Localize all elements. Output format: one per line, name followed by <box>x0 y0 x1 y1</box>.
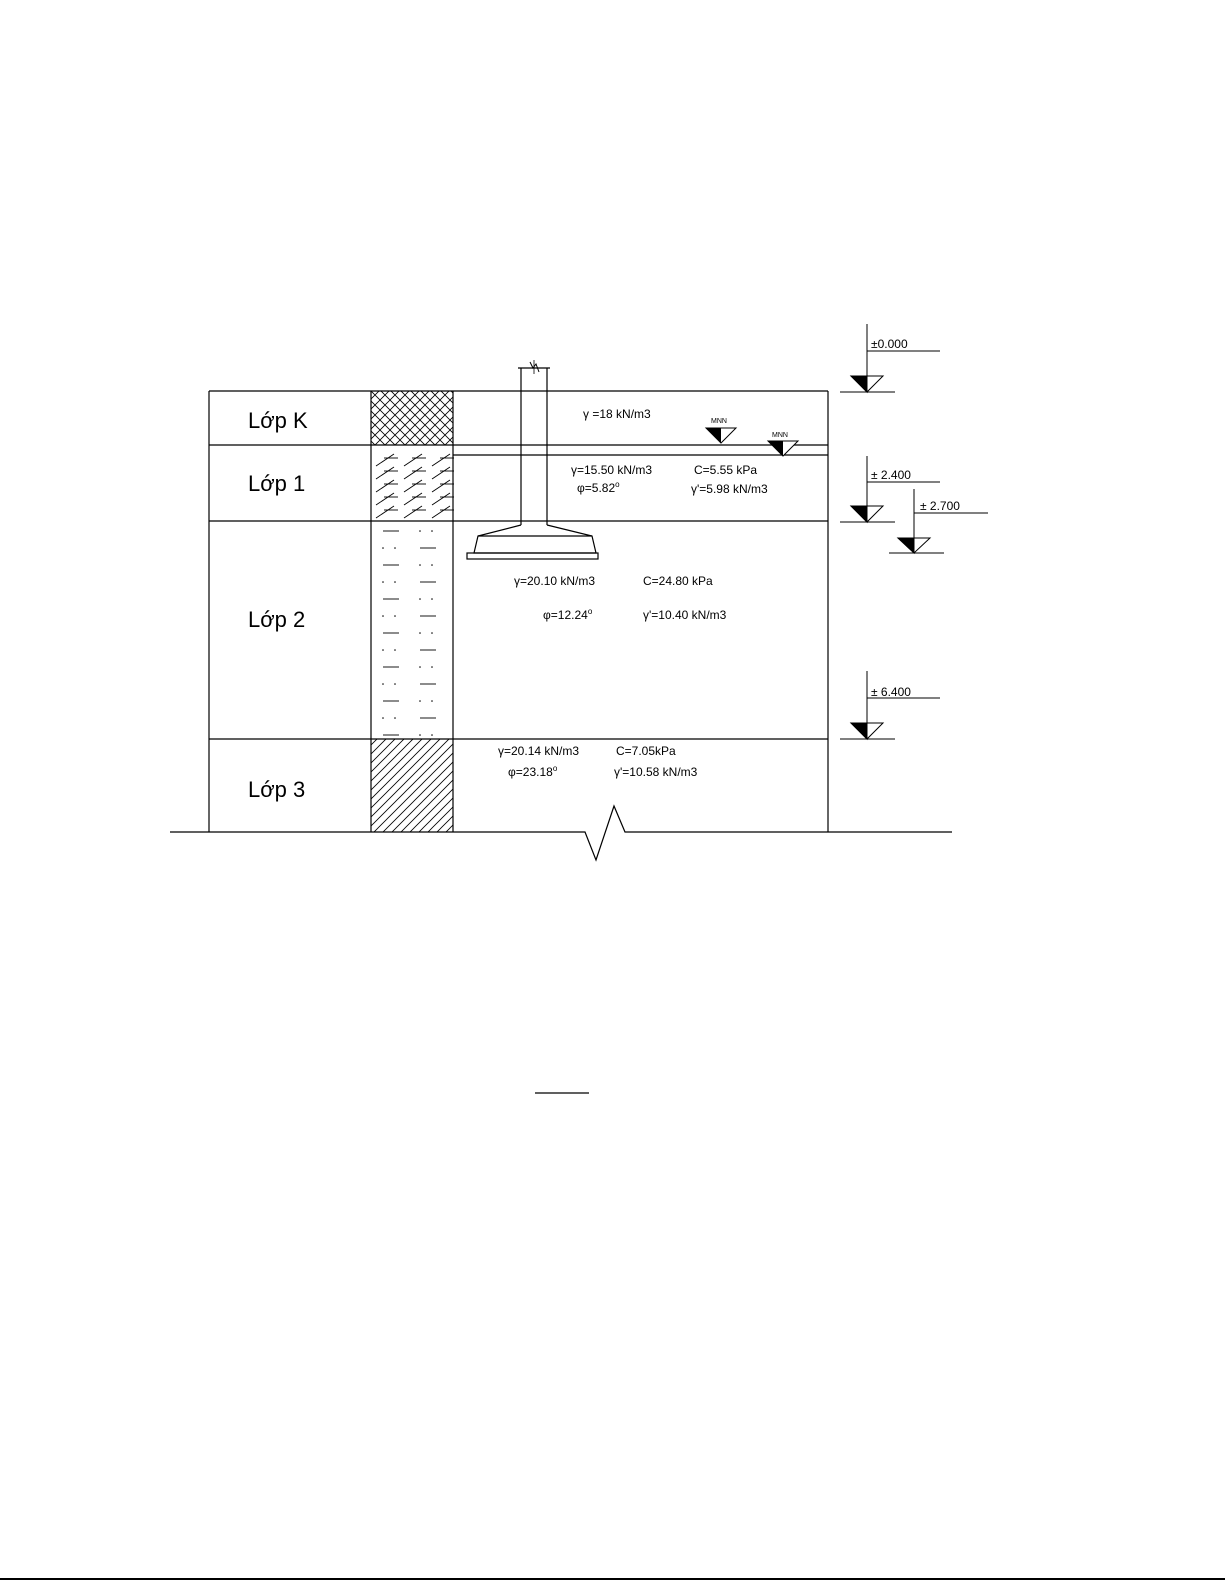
hatch-dot <box>419 700 421 702</box>
prop-3-c: C=7.05kPa <box>616 744 676 758</box>
hatch-layer-k <box>371 391 453 445</box>
hatch-stroke <box>432 454 450 466</box>
level-label-2400: ± 2.400 <box>871 468 911 482</box>
hatch-dot <box>382 581 384 583</box>
hatch-dot <box>394 649 396 651</box>
hatch-stroke <box>432 493 450 505</box>
hatch-dot <box>382 683 384 685</box>
hatch-layer-1 <box>376 454 454 518</box>
water-table-marker-2: MNN <box>768 432 798 456</box>
hatch-layer-3 <box>371 739 453 832</box>
prop-3-phi: φ=23.18o <box>508 764 558 779</box>
hatch-stroke <box>432 506 450 518</box>
hatch-stroke <box>404 480 422 492</box>
prop-3-gamma: γ=20.14 kN/m3 <box>498 744 579 758</box>
layer-name-1: Lớp 1 <box>248 471 305 496</box>
hatch-stroke <box>376 467 394 479</box>
hatch-dot <box>431 700 433 702</box>
hatch-layer-2 <box>382 530 436 736</box>
hatch-dot <box>419 734 421 736</box>
page-bottom-border <box>0 1578 1225 1580</box>
hatch-dot <box>431 632 433 634</box>
prop-k-gamma: γ =18 kN/m3 <box>583 407 651 421</box>
hatch-stroke <box>376 480 394 492</box>
hatch-dot <box>419 632 421 634</box>
prop-2-c: C=24.80 kPa <box>643 574 713 588</box>
hatch-dot <box>382 649 384 651</box>
level-label-0000: ±0.000 <box>871 337 908 351</box>
hatch-stroke <box>404 506 422 518</box>
hatch-dot <box>431 564 433 566</box>
hatch-stroke <box>376 454 394 466</box>
prop-3-gamma-sub: γ'=10.58 kN/m3 <box>614 765 698 779</box>
hatch-stroke <box>404 467 422 479</box>
prop-1-gamma-sub: γ'=5.98 kN/m3 <box>691 482 768 496</box>
layer-name-k: Lớp K <box>248 408 308 433</box>
level-marker-6400 <box>840 671 940 739</box>
hatch-stroke <box>404 493 422 505</box>
hatch-dot <box>394 547 396 549</box>
hatch-dot <box>431 598 433 600</box>
hatch-dot <box>431 666 433 668</box>
hatch-dot <box>431 530 433 532</box>
prop-1-c: C=5.55 kPa <box>694 463 757 477</box>
hatch-dot <box>394 683 396 685</box>
hatch-dot <box>394 615 396 617</box>
water-table-label-1: MNN <box>711 418 727 425</box>
hatch-stroke <box>404 454 422 466</box>
hatch-dot <box>431 734 433 736</box>
footing-base <box>467 525 598 559</box>
bottom-break-line <box>170 806 952 860</box>
hatch-dot <box>382 717 384 719</box>
prop-1-phi: φ=5.82o <box>577 480 620 495</box>
hatch-dot <box>382 615 384 617</box>
footing-column <box>518 360 550 525</box>
hatch-stroke <box>376 493 394 505</box>
hatch-dot <box>382 547 384 549</box>
hatch-dot <box>419 666 421 668</box>
level-marker-0000 <box>840 324 940 392</box>
layer-name-2: Lớp 2 <box>248 607 305 632</box>
prop-1-gamma: γ=15.50 kN/m3 <box>571 463 652 477</box>
hatch-dot <box>419 564 421 566</box>
hatch-stroke <box>376 506 394 518</box>
level-label-6400: ± 6.400 <box>871 685 911 699</box>
hatch-stroke <box>432 467 450 479</box>
layer-name-3: Lớp 3 <box>248 777 305 802</box>
prop-2-phi: φ=12.24o <box>543 607 593 622</box>
hatch-dot <box>419 598 421 600</box>
hatch-dot <box>419 530 421 532</box>
hatch-dot <box>394 717 396 719</box>
prop-2-gamma-sub: γ'=10.40 kN/m3 <box>643 608 727 622</box>
hatch-dot <box>394 581 396 583</box>
water-table-marker-1: MNN <box>706 418 736 443</box>
level-label-2700: ± 2.700 <box>920 499 960 513</box>
prop-2-gamma: γ=20.10 kN/m3 <box>514 574 595 588</box>
water-table-label-2: MNN <box>772 432 788 439</box>
hatch-stroke <box>432 480 450 492</box>
